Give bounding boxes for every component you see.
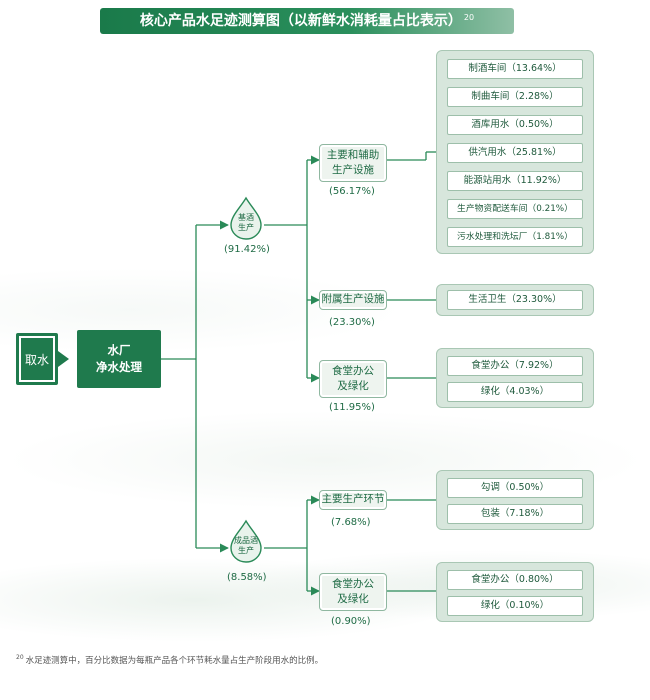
list-item: 包装（7.18%） <box>447 504 583 524</box>
water-plant-line2: 净水处理 <box>96 360 142 374</box>
ancillary-items-group: 生活卫生（23.30%） <box>436 284 594 316</box>
canteen-greening-1-line2: 及绿化 <box>337 380 369 392</box>
main-production-node: 主要生产环节 <box>319 490 387 510</box>
list-item: 污水处理和洗坛厂（1.81%） <box>447 227 583 247</box>
water-drop-icon <box>230 196 262 240</box>
canteen-greening-1-items-group: 食堂办公（7.92%） 绿化（4.03%） <box>436 348 594 408</box>
title-note-ref: 20 <box>463 13 475 22</box>
list-item: 生产物资配送车间（0.21%） <box>447 199 583 219</box>
main-aux-facilities-node: 主要和辅助 生产设施 <box>319 144 387 182</box>
list-item: 供汽用水（25.81%） <box>447 143 583 163</box>
list-item: 能源站用水（11.92%） <box>447 171 583 191</box>
list-item: 绿化（0.10%） <box>447 596 583 616</box>
finished-liquor-line2: 生产 <box>238 545 254 555</box>
canteen-greening-2-items-group: 食堂办公（0.80%） 绿化（0.10%） <box>436 562 594 622</box>
ancillary-percent: (23.30%) <box>329 317 375 328</box>
base-liquor-line2: 生产 <box>238 222 254 232</box>
main-aux-line2: 生产设施 <box>332 164 374 176</box>
water-plant-line1: 水厂 <box>107 342 131 357</box>
title-text: 核心产品水足迹测算图（以新鲜水消耗量占比表示） <box>139 13 462 29</box>
canteen-greening-2-percent: (0.90%) <box>331 616 371 627</box>
water-plant-node: 水厂 净水处理 <box>77 330 161 388</box>
main-aux-line1: 主要和辅助 <box>326 148 380 161</box>
main-aux-items-group: 制酒车间（13.64%） 制曲车间（2.28%） 酒库用水（0.50%） 供汽用… <box>436 50 594 254</box>
finished-liquor-percent: (8.58%) <box>227 572 267 583</box>
footnote-ref: 20 <box>16 654 24 661</box>
ancillary-line1: 附属生产设施 <box>321 293 385 306</box>
list-item: 食堂办公（7.92%） <box>447 356 583 376</box>
list-item: 生活卫生（23.30%） <box>447 290 583 310</box>
intake-arrow-icon <box>58 351 69 367</box>
base-liquor-percent: (91.42%) <box>224 244 270 255</box>
canteen-greening-1-percent: (11.95%) <box>329 402 375 413</box>
canteen-greening-node-2: 食堂办公 及绿化 <box>319 573 387 611</box>
main-production-line1: 主要生产环节 <box>321 493 385 506</box>
list-item: 勾调（0.50%） <box>447 478 583 498</box>
list-item: 绿化（4.03%） <box>447 382 583 402</box>
list-item: 食堂办公（0.80%） <box>447 570 583 590</box>
main-production-percent: (7.68%) <box>331 517 371 528</box>
canteen-greening-2-line1: 食堂办公 <box>332 577 374 590</box>
water-intake-node: 取水 <box>16 333 58 385</box>
canteen-greening-node-1: 食堂办公 及绿化 <box>319 360 387 398</box>
base-liquor-line1: 基酒 <box>238 213 254 222</box>
list-item: 酒库用水（0.50%） <box>447 115 583 135</box>
list-item: 制酒车间（13.64%） <box>447 59 583 79</box>
canteen-greening-2-line2: 及绿化 <box>337 593 369 605</box>
footnote-text: 水足迹测算中，百分比数据为每瓶产品各个环节耗水量占生产阶段用水的比例。 <box>25 656 324 666</box>
list-item: 制曲车间（2.28%） <box>447 87 583 107</box>
water-intake-label: 取水 <box>24 352 49 367</box>
canteen-greening-1-line1: 食堂办公 <box>332 364 374 377</box>
finished-liquor-drop-node: 成品酒 生产 <box>228 519 264 563</box>
main-aux-percent: (56.17%) <box>329 186 375 197</box>
base-liquor-drop-node: 基酒 生产 <box>228 196 264 240</box>
finished-liquor-line1: 成品酒 <box>234 536 258 545</box>
ancillary-facilities-node: 附属生产设施 <box>319 290 387 310</box>
water-drop-icon <box>230 519 262 563</box>
diagram-title: 核心产品水足迹测算图（以新鲜水消耗量占比表示）20 <box>100 8 514 34</box>
main-production-items-group: 勾调（0.50%） 包装（7.18%） <box>436 470 594 530</box>
